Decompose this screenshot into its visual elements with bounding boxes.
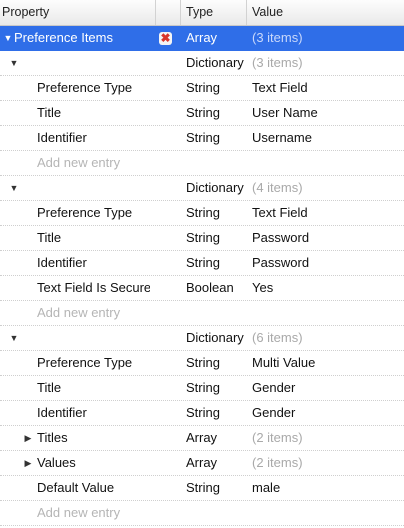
property-cell[interactable] bbox=[37, 326, 150, 350]
value-cell: (4 items) bbox=[252, 180, 303, 195]
outline-rows: ▼Preference Items✖Array(3 items)▼Diction… bbox=[0, 26, 404, 526]
add-entry-row[interactable]: Add new entry bbox=[0, 501, 404, 526]
outline-row[interactable]: ▼ Dictionary (3 items) bbox=[0, 51, 404, 76]
add-new-entry[interactable]: Add new entry bbox=[37, 305, 121, 320]
value-cell: (2 items) bbox=[252, 455, 303, 470]
outline-row[interactable]: ▼ Dictionary (6 items) bbox=[0, 326, 404, 351]
outline-row[interactable]: Title String Gender bbox=[0, 376, 404, 401]
value-cell: (3 items) bbox=[252, 30, 303, 45]
outline-row[interactable]: Title String User Name bbox=[0, 101, 404, 126]
property-cell[interactable]: Title bbox=[37, 380, 62, 395]
value-cell[interactable]: Text Field bbox=[252, 80, 308, 95]
outline-row[interactable]: ▼ Dictionary (4 items) bbox=[0, 176, 404, 201]
value-cell[interactable]: Gender bbox=[252, 405, 296, 420]
property-cell[interactable]: Titles bbox=[37, 430, 68, 445]
property-cell[interactable]: Identifier bbox=[37, 130, 87, 145]
type-cell[interactable]: String bbox=[186, 480, 220, 495]
header-property[interactable]: Property bbox=[2, 5, 50, 19]
column-divider[interactable] bbox=[180, 0, 181, 25]
delete-x-icon[interactable]: ✖ bbox=[159, 31, 172, 45]
outline-row[interactable]: Title String Password bbox=[0, 226, 404, 251]
property-cell[interactable]: Default Value bbox=[37, 480, 115, 495]
property-cell[interactable]: Identifier bbox=[37, 405, 87, 420]
add-entry-row[interactable]: Add new entry bbox=[0, 301, 404, 326]
property-cell[interactable] bbox=[37, 51, 150, 75]
outline-row[interactable]: ▶ Titles Array (2 items) bbox=[0, 426, 404, 451]
type-cell[interactable]: Array bbox=[186, 430, 218, 445]
outline-row[interactable]: Identifier String Password bbox=[0, 251, 404, 276]
property-cell[interactable]: Title bbox=[37, 105, 62, 120]
value-cell[interactable]: Yes bbox=[252, 280, 274, 295]
value-cell[interactable]: Username bbox=[252, 130, 312, 145]
disclosure-open-icon[interactable]: ▼ bbox=[3, 33, 13, 43]
value-cell[interactable]: Multi Value bbox=[252, 355, 316, 370]
property-cell[interactable]: Preference Type bbox=[37, 205, 133, 220]
type-cell[interactable]: Boolean bbox=[186, 280, 234, 295]
type-cell[interactable]: String bbox=[186, 405, 220, 420]
value-cell: (6 items) bbox=[252, 330, 303, 345]
type-cell[interactable]: String bbox=[186, 130, 220, 145]
outline-row[interactable]: Text Field Is Secure Boolean Yes bbox=[0, 276, 404, 301]
type-cell[interactable]: String bbox=[186, 105, 220, 120]
value-cell: (3 items) bbox=[252, 55, 303, 70]
property-cell[interactable]: Values bbox=[37, 455, 76, 470]
disclosure-open-icon[interactable]: ▼ bbox=[9, 333, 19, 343]
disclosure-closed-icon[interactable]: ▶ bbox=[24, 433, 32, 443]
property-cell[interactable]: Preference Items bbox=[14, 30, 113, 45]
type-cell[interactable]: Dictionary bbox=[186, 55, 244, 70]
column-header: Property Type Value bbox=[0, 0, 404, 26]
value-cell[interactable]: Password bbox=[252, 230, 310, 245]
property-cell[interactable]: Preference Type bbox=[37, 355, 133, 370]
property-cell[interactable]: Text Field Is Secure bbox=[37, 280, 150, 295]
type-cell[interactable]: Dictionary bbox=[186, 180, 244, 195]
disclosure-closed-icon[interactable]: ▶ bbox=[24, 458, 32, 468]
outline-row[interactable]: Default Value String male bbox=[0, 476, 404, 501]
column-divider[interactable] bbox=[246, 0, 247, 25]
type-cell[interactable]: String bbox=[186, 80, 220, 95]
property-cell[interactable] bbox=[37, 176, 150, 200]
property-cell[interactable]: Identifier bbox=[37, 255, 87, 270]
add-new-entry[interactable]: Add new entry bbox=[37, 155, 121, 170]
disclosure-open-icon[interactable]: ▼ bbox=[9, 58, 19, 68]
outline-row[interactable]: Preference Type String Text Field bbox=[0, 201, 404, 226]
type-cell[interactable]: String bbox=[186, 380, 220, 395]
type-cell[interactable]: Array bbox=[186, 30, 218, 45]
value-cell: (2 items) bbox=[252, 430, 303, 445]
header-value[interactable]: Value bbox=[252, 5, 284, 19]
outline-row[interactable]: Preference Type String Text Field bbox=[0, 76, 404, 101]
type-cell[interactable]: String bbox=[186, 230, 220, 245]
property-cell[interactable]: Title bbox=[37, 230, 62, 245]
type-cell[interactable]: String bbox=[186, 355, 220, 370]
value-cell[interactable]: male bbox=[252, 480, 281, 495]
type-cell[interactable]: Array bbox=[186, 455, 218, 470]
property-cell[interactable]: Preference Type bbox=[37, 80, 133, 95]
outline-row[interactable]: ▼Preference Items ✖ Array (3 items) bbox=[0, 26, 404, 51]
value-cell[interactable]: Gender bbox=[252, 380, 296, 395]
column-divider[interactable] bbox=[155, 0, 156, 25]
disclosure-open-icon[interactable]: ▼ bbox=[9, 183, 19, 193]
outline-row[interactable]: Preference Type String Multi Value bbox=[0, 351, 404, 376]
value-cell[interactable]: Text Field bbox=[252, 205, 308, 220]
type-cell[interactable]: String bbox=[186, 255, 220, 270]
add-entry-row[interactable]: Add new entry bbox=[0, 151, 404, 176]
value-cell[interactable]: User Name bbox=[252, 105, 318, 120]
type-cell[interactable]: String bbox=[186, 205, 220, 220]
outline-row[interactable]: ▶ Values Array (2 items) bbox=[0, 451, 404, 476]
header-type[interactable]: Type bbox=[186, 5, 214, 19]
add-new-entry[interactable]: Add new entry bbox=[37, 505, 121, 520]
value-cell[interactable]: Password bbox=[252, 255, 310, 270]
outline-row[interactable]: Identifier String Username bbox=[0, 126, 404, 151]
outline-row[interactable]: Identifier String Gender bbox=[0, 401, 404, 426]
type-cell[interactable]: Dictionary bbox=[186, 330, 244, 345]
